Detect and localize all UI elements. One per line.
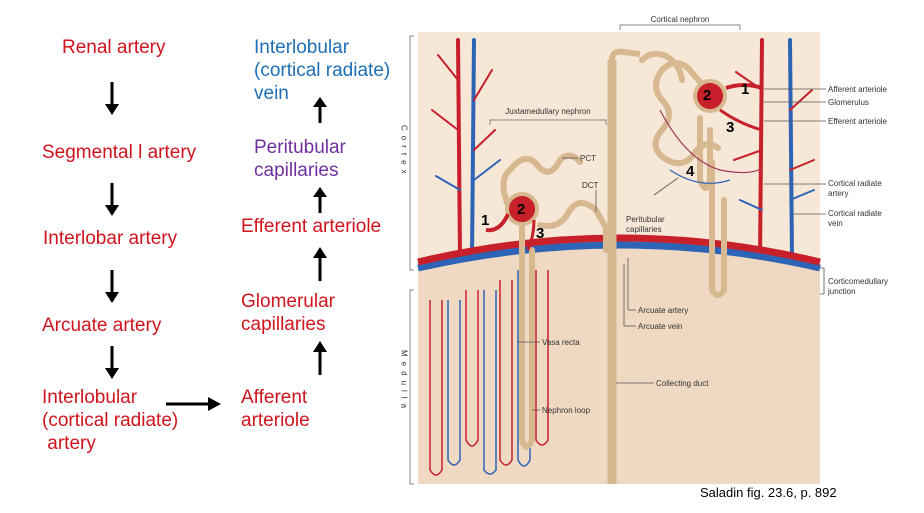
efferent-label: Efferent arteriole	[828, 117, 888, 126]
arcuate-artery-label: Arcuate artery	[638, 306, 688, 315]
junction-label-2: junction	[827, 287, 856, 296]
cortex-region	[418, 32, 820, 258]
up-arrow-icon	[313, 341, 327, 375]
cortical-artery-label-1: Cortical radiate	[828, 179, 882, 188]
nephron-loop-label: Nephron loop	[542, 406, 591, 415]
glomerulus-label: Glomerulus	[828, 98, 869, 107]
dct-label: DCT	[582, 181, 599, 190]
flow-efferent-arteriole: Efferent arteriole	[241, 216, 382, 237]
cortical-efferent	[719, 108, 763, 132]
juxta-bracket	[489, 119, 607, 125]
peritubular-net	[659, 109, 763, 174]
nephron-figure: Cortex Medulla	[400, 15, 888, 485]
number-1-juxta: 1	[481, 212, 489, 229]
number-3-cortical: 3	[726, 119, 734, 136]
side-brackets	[409, 35, 414, 485]
cortical-vein-label-1: Cortical radiate	[828, 209, 882, 218]
flow-peritubular-capillaries: Peritubular capillaries	[254, 137, 346, 181]
up-arrow-icon	[313, 247, 327, 281]
down-arrow-icon	[105, 183, 119, 216]
flow-glomerular-capillaries: Glomerular capillaries	[241, 291, 335, 335]
figure-credit: Saladin fig. 23.6, p. 892	[700, 485, 837, 500]
peritubular-label-1: Peritubular	[626, 215, 665, 224]
cortical-nephron-label: Cortical nephron	[651, 15, 710, 24]
cortical-nephron	[639, 50, 727, 298]
right-arrow-icon	[166, 397, 221, 411]
cortical-vein-label-2: vein	[828, 219, 843, 228]
juxtamedullary-label: Juxtamedullary nephron	[505, 107, 590, 116]
flow-interlobar-artery: Interlobar artery	[43, 228, 178, 249]
vasa-recta	[429, 270, 549, 476]
juxtamedullary-nephron	[500, 152, 609, 450]
number-3-juxta: 3	[536, 225, 544, 242]
number-4: 4	[686, 163, 695, 180]
down-arrow-icon	[105, 82, 119, 115]
junction-label-1: Corticomedullary	[828, 277, 888, 286]
number-1-cortical: 1	[741, 81, 749, 98]
peritubular-label-2: capillaries	[626, 225, 662, 234]
cortical-vessels	[431, 38, 815, 260]
flow-segmental-artery: Segmental l artery	[42, 142, 197, 163]
juxta-afferent	[485, 213, 510, 233]
flow-interlobular-vein: Interlobular (cortical radiate) vein	[254, 37, 391, 104]
vasa-recta-label: Vasa recta	[542, 338, 580, 347]
cortical-glomerulus	[693, 79, 727, 113]
arcuate-vein-label: Arcuate vein	[638, 322, 682, 331]
cortical-bracket	[619, 24, 741, 30]
leader-lines	[518, 88, 826, 411]
flow-renal-artery: Renal artery	[62, 37, 166, 58]
afferent-label: Afferent arteriole	[828, 85, 888, 94]
cortical-afferent	[725, 83, 763, 90]
collecting-duct-label: Collecting duct	[656, 379, 709, 388]
medulla-side-label: Medulla	[400, 350, 409, 413]
flow-arcuate-artery: Arcuate artery	[42, 315, 162, 336]
flow-afferent-arteriole: Afferent arteriole	[241, 387, 310, 431]
down-arrow-icon	[105, 346, 119, 379]
pct-label: PCT	[580, 154, 596, 163]
arcuate-artery	[417, 234, 821, 266]
down-arrow-icon	[105, 270, 119, 303]
flow-interlobular-artery: Interlobular (cortical radiate) artery	[42, 387, 179, 454]
cortical-artery-label-2: artery	[828, 189, 848, 198]
juxtamedullary-glomerulus	[505, 192, 539, 226]
number-2-cortical: 2	[703, 87, 711, 104]
cortex-side-label: Cortex	[400, 125, 409, 179]
number-2-juxta: 2	[517, 201, 525, 218]
up-arrow-icon	[313, 187, 327, 213]
arcuate-vein	[417, 241, 821, 272]
up-arrow-icon	[313, 97, 327, 123]
